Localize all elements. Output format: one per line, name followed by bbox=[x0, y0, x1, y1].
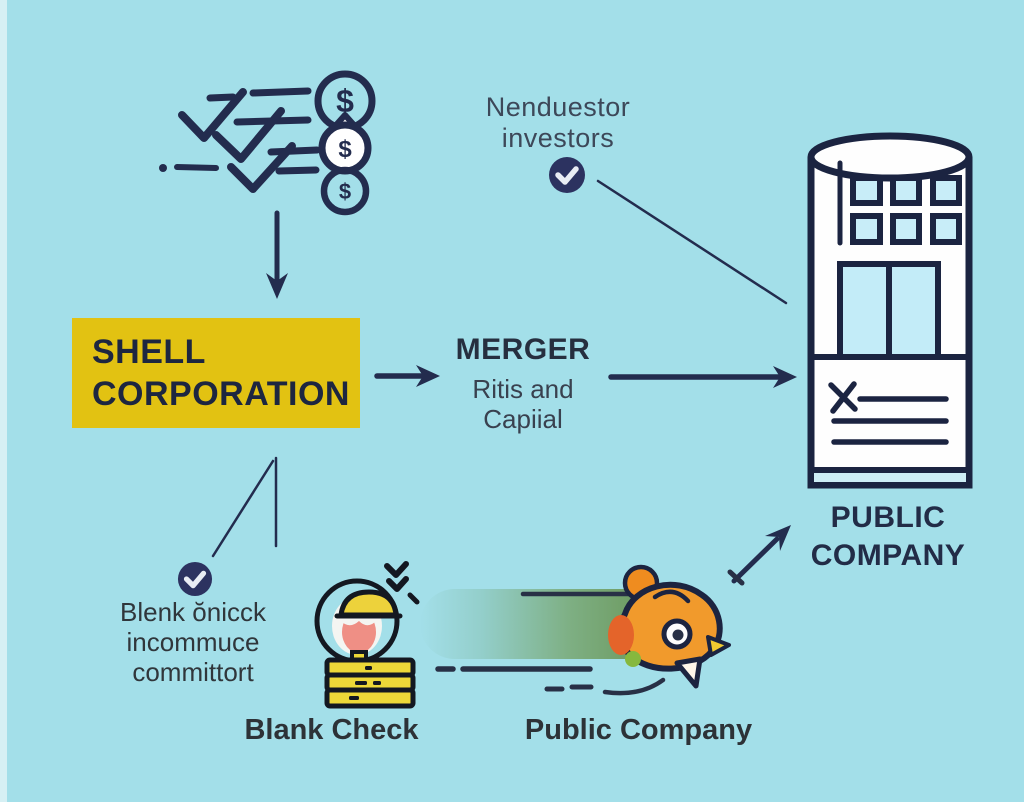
arrow-right2-head bbox=[773, 366, 797, 388]
merger-node: MERGER Ritis and Capiial bbox=[425, 333, 621, 434]
diligence-note-line2: incommuce bbox=[126, 627, 260, 657]
checklist-money-icon: $ $ $ bbox=[159, 70, 376, 216]
diligence-note-line3: committort bbox=[132, 657, 254, 687]
merger-subtitle-line2: Capiial bbox=[483, 404, 563, 434]
public-company-title: PUBLIC COMPANY bbox=[788, 499, 988, 575]
shell-line1: SHELL bbox=[92, 333, 206, 371]
coin2-dollar-glyph: $ bbox=[339, 179, 351, 204]
bag-dollar-glyph: $ bbox=[338, 136, 352, 163]
public-company-building-icon bbox=[807, 132, 973, 489]
investors-note-line2: investors bbox=[501, 123, 615, 153]
investors-note: Nenduestor investors bbox=[448, 92, 668, 154]
diligence-note: Blenk ŏnicck incommuce committort bbox=[90, 597, 296, 687]
public-company-title-line2: COMPANY bbox=[810, 539, 966, 572]
investor-check-circle-icon bbox=[549, 157, 585, 193]
diligence-note-line1: Blenk ŏnicck bbox=[120, 597, 266, 627]
arrow-down-head bbox=[266, 273, 288, 299]
speeding-fish-icon bbox=[435, 564, 745, 696]
investors-note-line1: Nenduestor bbox=[485, 92, 631, 122]
arrow-right1-head bbox=[416, 365, 440, 387]
shell-corporation-node: SHELL CORPORATION bbox=[72, 318, 360, 428]
caption-blank-check: Blank Check bbox=[244, 714, 419, 746]
merger-subtitle: Ritis and Capiial bbox=[425, 374, 621, 434]
coin1-dollar-glyph: $ bbox=[336, 83, 354, 119]
arrow-upright-line bbox=[731, 536, 780, 584]
merger-title: MERGER bbox=[455, 333, 591, 366]
caption-public-company: Public Company bbox=[524, 714, 753, 746]
arrow-upright-head bbox=[765, 525, 791, 551]
shell-diligence-line bbox=[211, 459, 275, 558]
public-company-title-line1: PUBLIC bbox=[830, 501, 946, 534]
investor-building-line bbox=[596, 179, 788, 305]
shell-line2: CORPORATION bbox=[92, 375, 350, 413]
worker-coin-stack-icon bbox=[314, 561, 420, 709]
left-edge-highlight bbox=[0, 0, 7, 802]
merger-subtitle-line1: Ritis and bbox=[472, 374, 574, 404]
diligence-check-circle-icon bbox=[177, 561, 213, 597]
